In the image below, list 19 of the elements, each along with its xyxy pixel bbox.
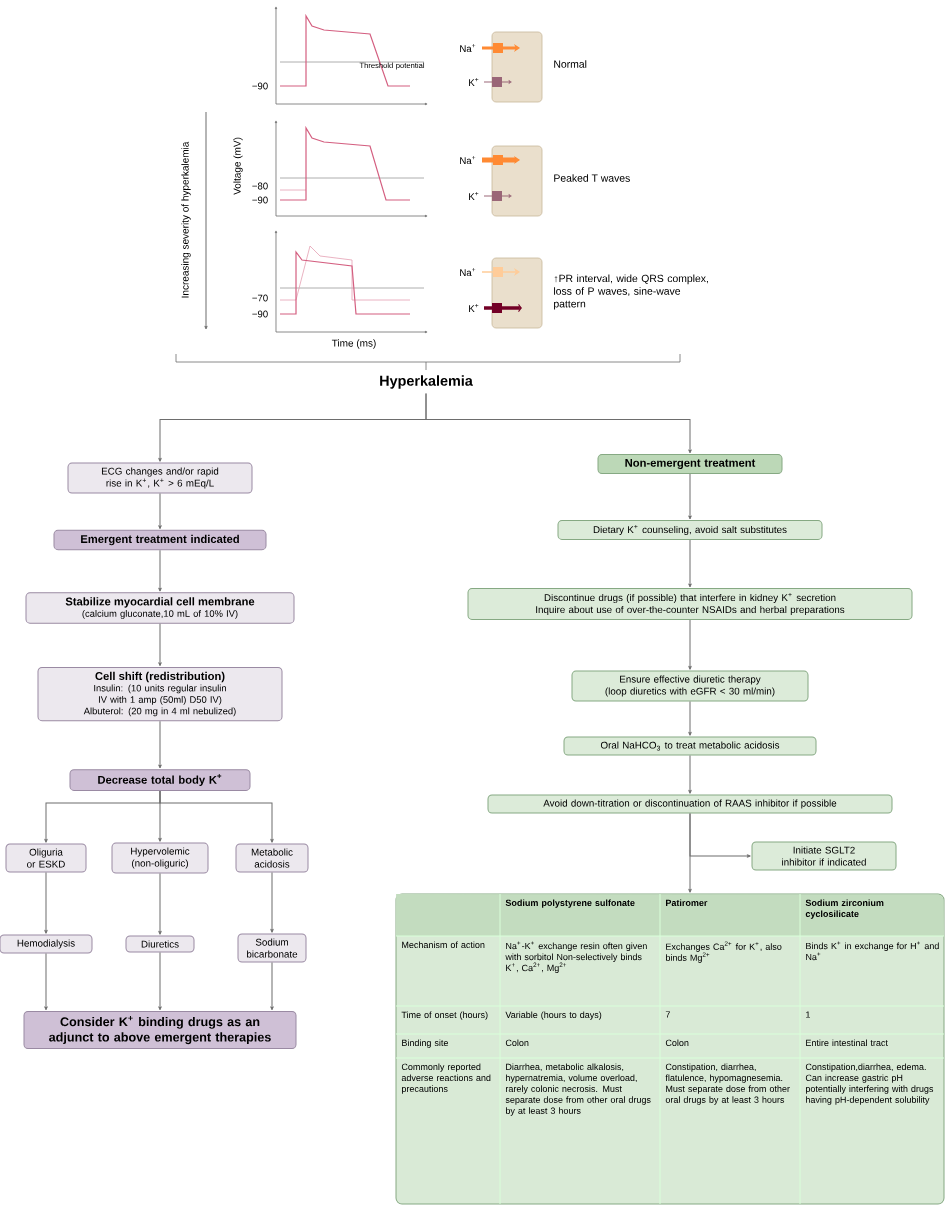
arrow [688,539,692,588]
arrow [159,790,274,843]
table [395,893,945,1205]
arrow [158,872,162,935]
arrow [158,549,162,592]
arrow [688,813,692,893]
arrow [44,953,48,1011]
arrow [158,623,162,667]
arrow [688,473,692,520]
arrow [688,755,692,794]
arrow [270,872,274,933]
arrow [688,700,692,736]
arrow [158,720,162,769]
arrow [158,952,162,1011]
arrow [688,619,692,670]
arrow [425,393,692,454]
arrow [44,872,48,934]
arrow [270,962,274,1011]
arrow [158,492,162,530]
